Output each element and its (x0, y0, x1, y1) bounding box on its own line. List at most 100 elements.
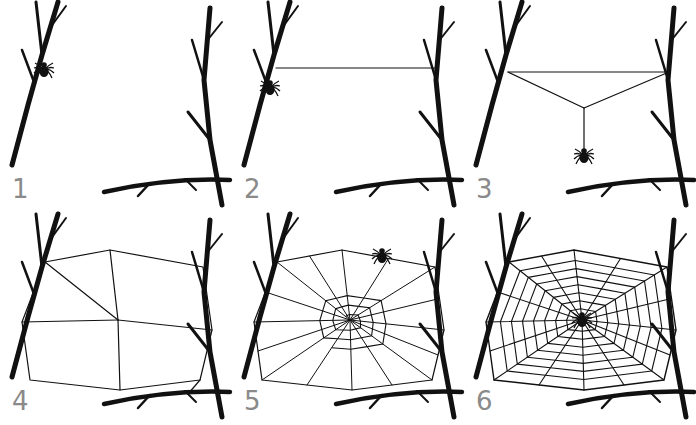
silk-thread (118, 320, 120, 390)
tree-branch (568, 392, 694, 404)
tree-branch (268, 2, 274, 55)
tree-branch (192, 252, 204, 292)
silk-thread (188, 380, 200, 394)
silk-thread (350, 267, 435, 320)
silk-frame (567, 309, 597, 331)
tree-branch (50, 218, 66, 240)
silk-thread (508, 71, 669, 72)
silk-frame (511, 269, 651, 372)
tree-branch (188, 112, 210, 140)
silk-frame (523, 277, 641, 364)
tree-branch (436, 8, 454, 205)
tree-branch (500, 214, 506, 267)
panel-number: 3 (476, 176, 493, 202)
panel-2 (244, 2, 462, 205)
silk-thread (258, 320, 350, 351)
silk-frame (486, 250, 676, 390)
silk-thread (508, 72, 584, 108)
silk-spiral (320, 296, 386, 350)
silk-thread (350, 320, 444, 330)
tree-branch (185, 391, 196, 402)
tree-branch (602, 183, 614, 196)
silk-thread (110, 250, 118, 320)
tree-branch (649, 391, 660, 402)
panel-number: 4 (12, 388, 29, 414)
silk-frame (254, 250, 444, 390)
silk-frame (534, 285, 630, 356)
silk-frame (545, 293, 619, 348)
silk-thread (45, 262, 118, 320)
tree-branch (206, 22, 222, 42)
panel-number: 1 (12, 176, 29, 202)
tree-branch (138, 395, 150, 408)
tree-branch (670, 234, 686, 254)
panel-3 (476, 2, 694, 205)
silk-thread (350, 320, 432, 380)
panel-number: 5 (244, 388, 261, 414)
tree-branch (668, 220, 686, 417)
tree-branch (22, 50, 34, 82)
silk-thread (350, 320, 392, 385)
silk-thread (254, 320, 350, 322)
tree-branch (438, 234, 454, 254)
tree-branch (254, 50, 266, 82)
tree-branch (282, 6, 298, 28)
tree-branch (282, 218, 298, 240)
tree-branch (36, 2, 42, 55)
silk-thread (276, 67, 437, 68)
silk-thread (277, 262, 350, 320)
tree-branch (486, 50, 498, 82)
tree-branch (370, 395, 382, 408)
tree-branch (424, 252, 436, 292)
tree-branch (36, 214, 42, 267)
tree-branch (670, 22, 686, 42)
tree-branch (424, 40, 436, 80)
spider-head (581, 148, 587, 154)
silk-thread (118, 320, 212, 330)
tree-branch (254, 262, 266, 294)
tree-branch (204, 8, 222, 205)
panel-4 (12, 214, 230, 417)
tree-branch (656, 252, 668, 292)
panel-6 (476, 214, 694, 417)
spider-head (579, 312, 585, 318)
tree-branch (268, 214, 274, 267)
spider-head (41, 62, 47, 68)
tree-branch (514, 218, 530, 240)
silk-thread (22, 320, 118, 322)
panel-1 (12, 2, 230, 205)
tree-branch (185, 179, 196, 190)
tree-branch (652, 112, 674, 140)
spider-head (267, 80, 273, 86)
tree-branch (417, 179, 428, 190)
tree-branch (50, 6, 66, 28)
tree-branch (500, 2, 506, 55)
silk-thread (584, 72, 669, 108)
silk-thread (262, 320, 350, 380)
tree-branch (104, 180, 230, 192)
tree-branch (206, 234, 222, 254)
silk-frame (556, 301, 608, 340)
tree-branch (438, 22, 454, 42)
tree-branch (336, 392, 462, 404)
tree-branch (514, 6, 530, 28)
tree-branch (204, 220, 222, 417)
tree-branch (370, 183, 382, 196)
silk-thread (350, 299, 440, 321)
silk-thread (266, 292, 351, 320)
panel-number: 6 (476, 388, 493, 414)
silk-thread (583, 108, 584, 150)
tree-branch (138, 183, 150, 196)
tree-branch (104, 392, 230, 404)
tree-branch (192, 40, 204, 80)
tree-branch (649, 179, 660, 190)
tree-branch (656, 40, 668, 80)
tree-branch (568, 180, 694, 192)
tree-branch (668, 8, 686, 205)
panel-5 (244, 214, 462, 417)
panel-number: 2 (244, 176, 261, 202)
tree-branch (436, 220, 454, 417)
tree-branch (420, 112, 442, 140)
